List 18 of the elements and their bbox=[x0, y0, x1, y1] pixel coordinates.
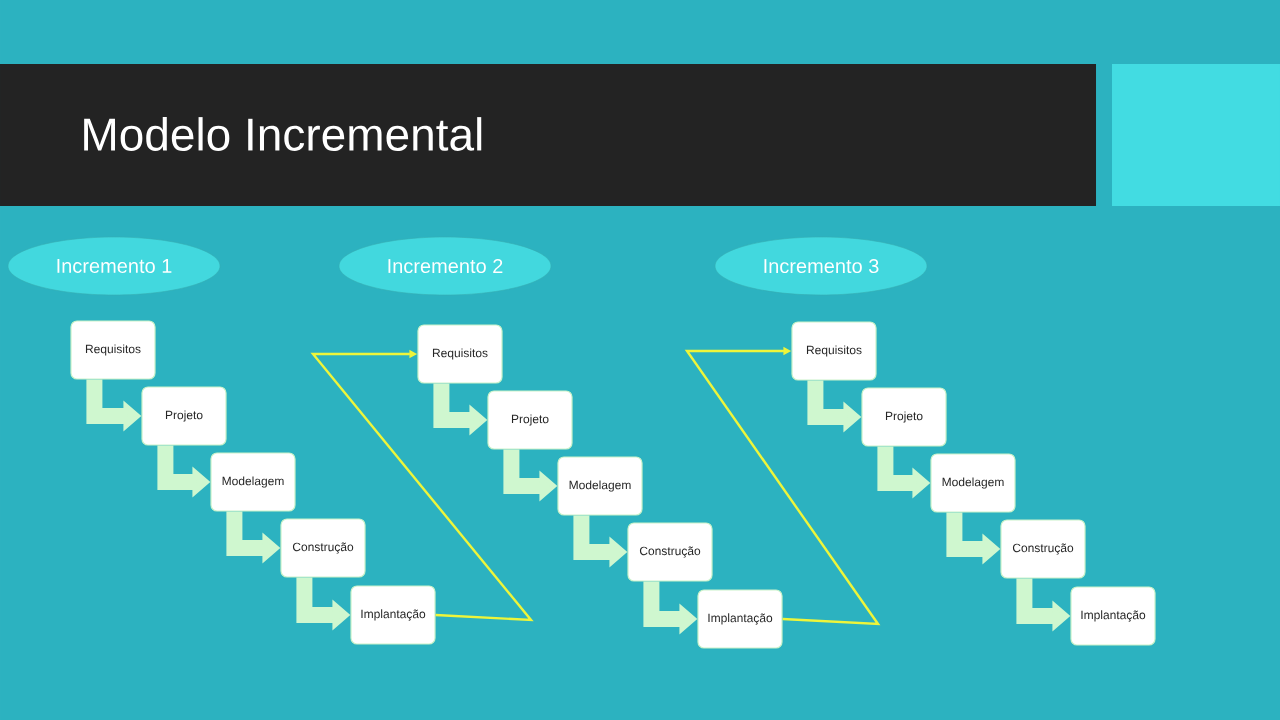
process-box: Modelagem bbox=[930, 453, 1016, 513]
process-box: Requisitos bbox=[70, 320, 156, 380]
process-box: Requisitos bbox=[417, 324, 503, 384]
process-box: Projeto bbox=[141, 386, 227, 446]
process-box: Requisitos bbox=[791, 321, 877, 381]
process-box: Projeto bbox=[861, 387, 947, 447]
process-box: Modelagem bbox=[557, 456, 643, 516]
arrow bbox=[310, 349, 534, 622]
process-box: Implantação bbox=[1070, 586, 1156, 646]
process-box: Projeto bbox=[487, 390, 573, 450]
process-box: Construção bbox=[627, 522, 713, 582]
process-box: Implantação bbox=[697, 589, 783, 649]
process-box: Modelagem bbox=[210, 452, 296, 512]
process-box: Construção bbox=[280, 518, 366, 578]
process-box: Implantação bbox=[350, 585, 436, 645]
arrow bbox=[684, 346, 881, 626]
slide-title: Modelo Incremental bbox=[84, 117, 482, 151]
process-box: Construção bbox=[1000, 519, 1086, 579]
